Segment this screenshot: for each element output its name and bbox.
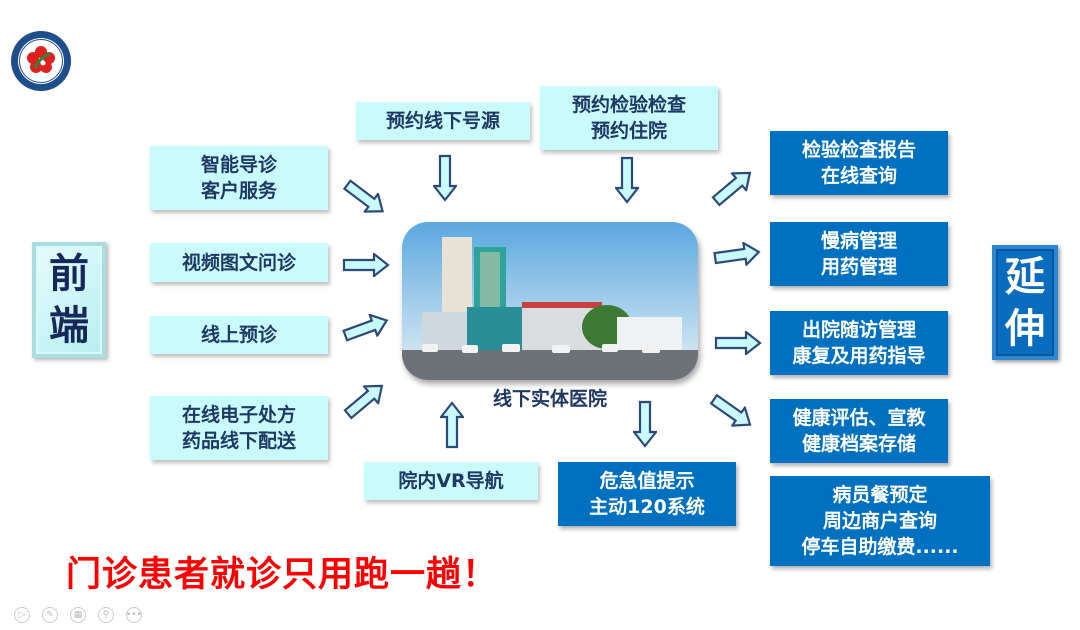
exam-appointment-box: 预约检验检查 预约住院 [540, 86, 718, 150]
health-assessment-box: 健康评估、宣教 健康档案存储 [770, 399, 948, 463]
pen-icon[interactable]: ✎ [42, 607, 58, 623]
online-preconsult-box: 线上预诊 [150, 316, 328, 354]
slides-icon[interactable]: ▦ [70, 607, 86, 623]
front-end-label: 前 端 [32, 242, 106, 358]
arrow-icon [633, 400, 657, 448]
extend-char: 伸 [1005, 305, 1045, 352]
arrow-icon [714, 331, 762, 355]
box-line: 在线电子处方 [181, 404, 296, 426]
front-char: 端 [49, 303, 89, 349]
box-line: 停车自助缴费...... [801, 536, 959, 558]
play-icon[interactable]: ▷ [14, 607, 30, 623]
arrow-icon [342, 253, 390, 277]
offline-appointment-box: 预约线下号源 [356, 102, 530, 140]
arrow-icon [705, 388, 758, 435]
arrow-icon [433, 154, 457, 202]
arrow-icon [707, 162, 759, 211]
extend-char: 延 [1005, 253, 1045, 300]
box-line: 慢病管理 [820, 230, 897, 252]
e-prescription-box: 在线电子处方 药品线下配送 [150, 396, 328, 460]
box-line: 病员餐预定 [832, 484, 928, 506]
box-line: 主动120系统 [589, 496, 705, 518]
arrow-icon [615, 156, 639, 204]
critical-value-box: 危急值提示 主动120系统 [558, 462, 736, 526]
box-line: 危急值提示 [599, 470, 695, 492]
box-line: 预约住院 [590, 120, 667, 142]
box-line: 康复及用药指导 [792, 345, 926, 367]
box-line: 健康档案存储 [801, 433, 916, 455]
box-line: 线上预诊 [200, 324, 277, 346]
followup-box: 出院随访管理 康复及用药指导 [770, 311, 948, 375]
box-line: 视频图文问诊 [181, 251, 296, 274]
more-icon[interactable]: ••• [126, 607, 142, 623]
slogan: 门诊患者就诊只用跑一趟！ [66, 555, 499, 595]
video-consult-box: 视频图文问诊 [150, 243, 328, 282]
center-label: 线下实体医院 [492, 388, 607, 410]
arrow-icon [712, 240, 763, 270]
box-line: 预约检验检查 [571, 94, 686, 116]
hospital-logo [10, 30, 72, 92]
report-query-box: 检验检查报告 在线查询 [770, 131, 948, 195]
smart-triage-box: 智能导诊 客户服务 [150, 146, 328, 210]
box-line: 周边商户查询 [822, 510, 937, 532]
box-line: 用药管理 [820, 256, 897, 278]
box-line: 健康评估、宣教 [792, 407, 926, 429]
front-char: 前 [49, 251, 89, 297]
box-line: 客户服务 [200, 180, 277, 202]
arrow-icon [440, 401, 464, 449]
chronic-disease-box: 慢病管理 用药管理 [770, 222, 948, 286]
box-line: 检验检查报告 [801, 139, 916, 161]
box-line: 院内VR导航 [398, 470, 504, 492]
extension-label: 延 伸 [992, 245, 1058, 360]
box-line: 在线查询 [820, 165, 897, 187]
arrow-icon [339, 309, 392, 348]
box-line: 出院随访管理 [801, 319, 916, 341]
vr-navigation-box: 院内VR导航 [364, 462, 538, 500]
box-line: 预约线下号源 [385, 110, 500, 132]
arrow-icon [339, 375, 391, 424]
arrow-icon [339, 174, 392, 222]
box-line: 智能导诊 [200, 154, 277, 176]
zoom-icon[interactable]: ⚲ [98, 607, 114, 623]
box-line: 药品线下配送 [181, 430, 296, 452]
hospital-photo [402, 222, 698, 380]
services-box: 病员餐预定 周边商户查询 停车自助缴费...... [770, 476, 990, 566]
